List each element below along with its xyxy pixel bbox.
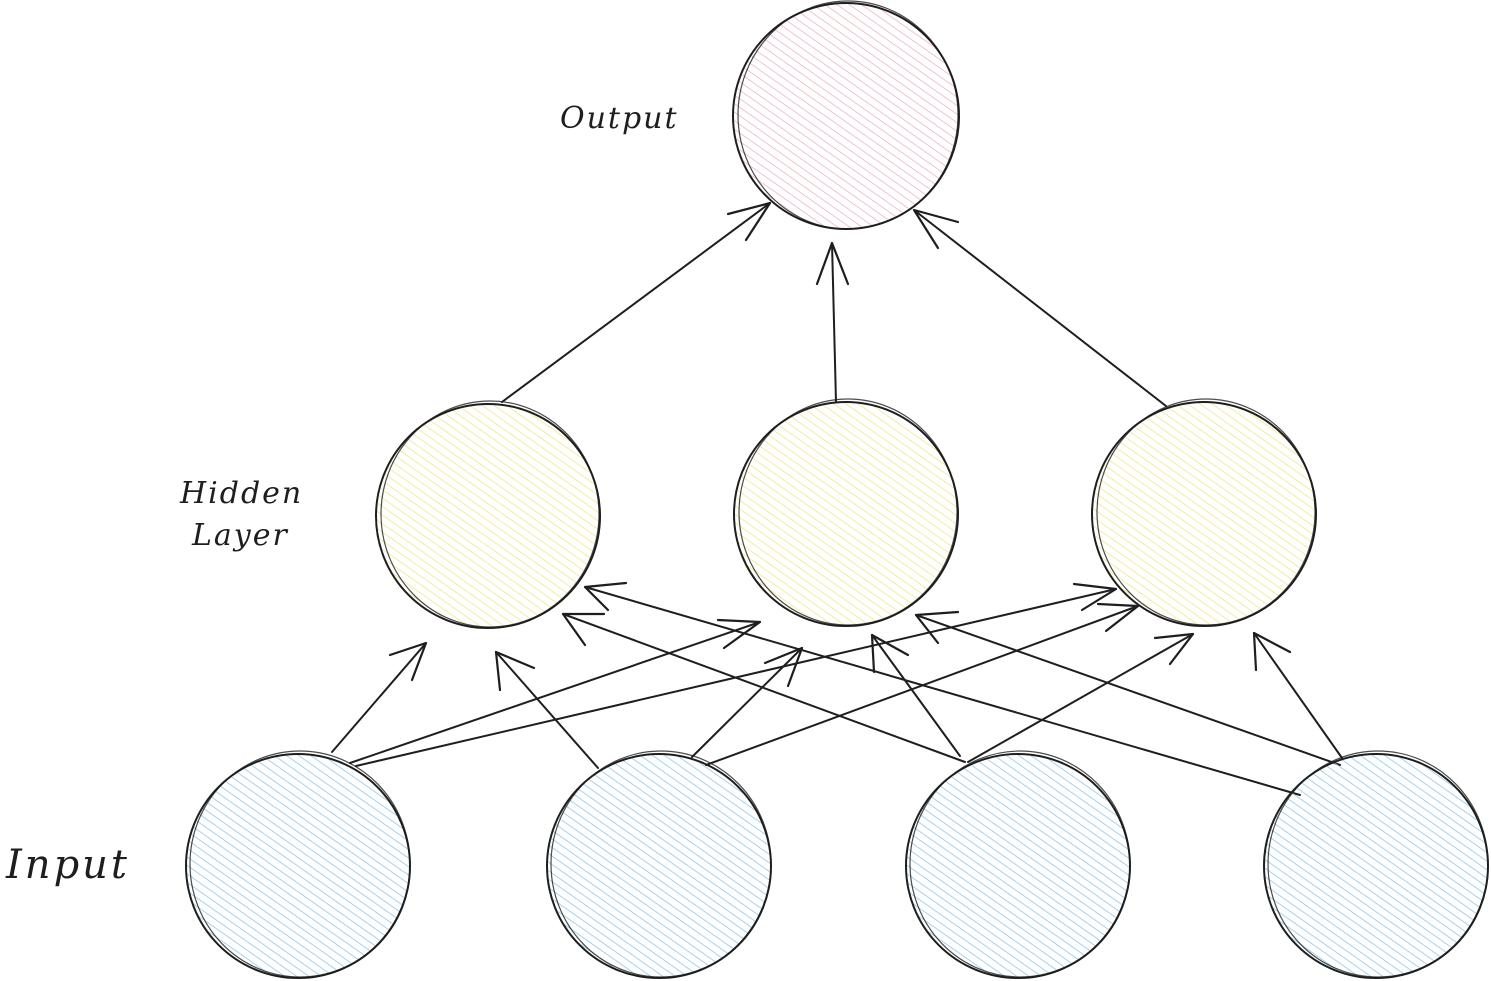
edge-h1-out-arrowhead xyxy=(726,201,772,242)
edge-in2-h3-arrowhead xyxy=(1096,602,1140,633)
input-node-1 xyxy=(185,750,411,979)
edge-in4-h1-arrowhead xyxy=(583,581,628,612)
hidden-layer-label-line1: Hidden xyxy=(179,476,303,511)
hidden-layer-label-line2: Layer xyxy=(191,518,289,553)
edge-in1-h3-arrowhead xyxy=(1072,582,1118,612)
hidden-node-3 xyxy=(1091,398,1317,627)
edge-in2-h2 xyxy=(691,647,803,758)
edge-in2-h2-arrowhead xyxy=(763,646,804,688)
edge-in4-h3 xyxy=(1253,632,1343,759)
edge-in3-h3 xyxy=(967,633,1194,763)
edge-in3-h2 xyxy=(871,634,961,757)
hidden-node-2 xyxy=(733,398,959,627)
edge-in2-h1-arrowhead xyxy=(494,650,536,692)
edge-h1-out xyxy=(501,202,771,403)
edge-in3-h1 xyxy=(562,613,966,763)
output-node xyxy=(732,0,960,230)
edge-in3-h3-arrowhead xyxy=(1153,632,1195,666)
hidden-node-1 xyxy=(375,400,601,629)
input-layer-nodes xyxy=(185,750,1489,979)
input-node-4 xyxy=(1263,750,1489,979)
edge-h3-out-arrowhead xyxy=(912,208,960,250)
input-to-hidden-edges xyxy=(331,581,1343,796)
edge-in1-h1-arrowhead xyxy=(388,641,428,682)
edge-in3-h2-arrowhead xyxy=(870,633,910,674)
edge-in4-h2 xyxy=(915,614,1341,766)
hidden-to-output-edges xyxy=(501,201,1167,407)
input-label: Input xyxy=(5,842,130,888)
edge-in1-h1 xyxy=(331,642,427,753)
edge-in1-h2 xyxy=(349,621,761,764)
edge-in4-h2-arrowhead xyxy=(914,610,960,645)
edge-in2-h1 xyxy=(495,651,599,769)
hidden-layer-nodes xyxy=(375,398,1317,629)
edge-h2-out xyxy=(831,242,837,403)
edge-in4-h1 xyxy=(584,586,1301,796)
edge-in3-h1-arrowhead xyxy=(561,612,606,647)
output-label: Output xyxy=(560,101,679,136)
edge-in4-h3-arrowhead xyxy=(1252,631,1292,672)
input-node-2 xyxy=(546,750,772,979)
edge-h3-out xyxy=(913,209,1167,407)
edge-h2-out-arrowhead xyxy=(815,241,850,286)
edge-in1-h2-arrowhead xyxy=(716,618,762,650)
input-node-3 xyxy=(905,750,1131,979)
